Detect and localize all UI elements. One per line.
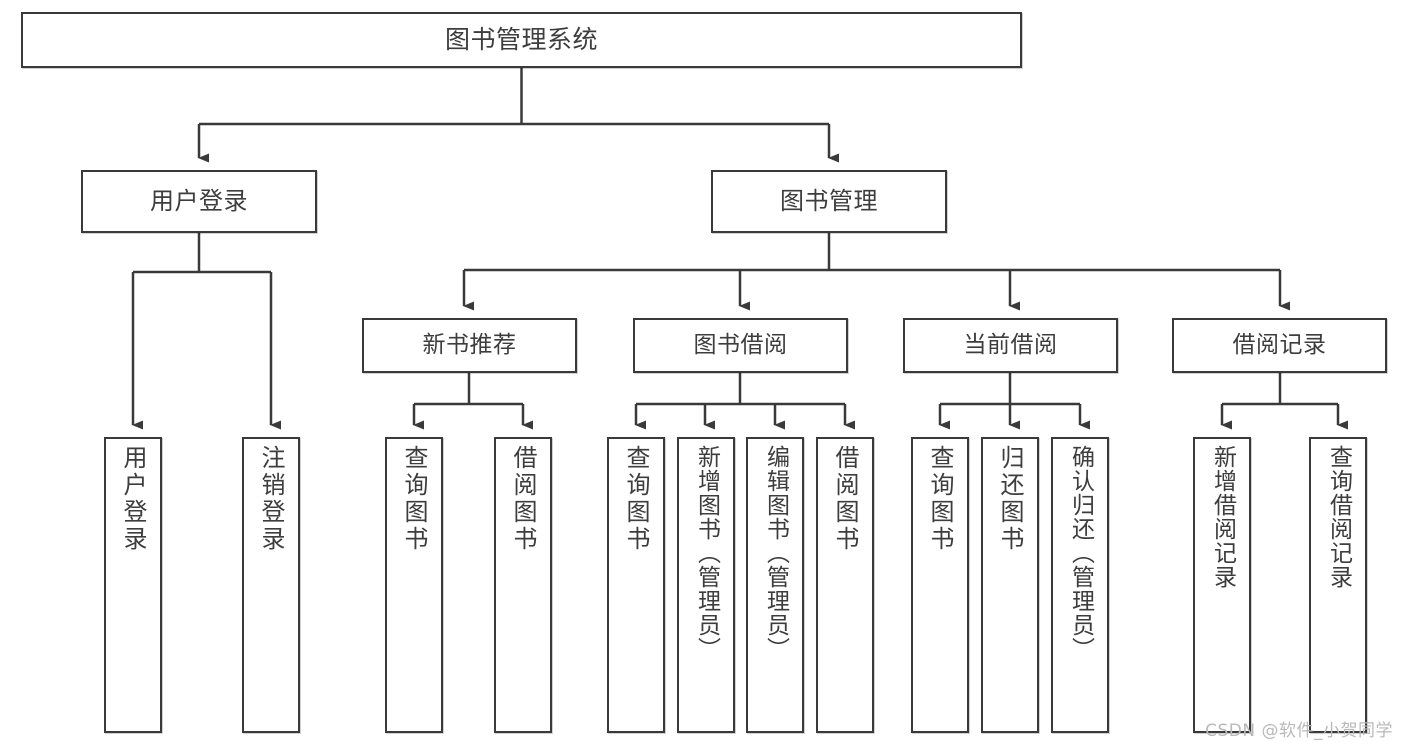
node-label: 归还图书 — [996, 445, 1024, 553]
leaf-query-book-current[interactable]: 查询图书 — [911, 437, 969, 733]
node-current-borrow[interactable]: 当前借阅 — [903, 318, 1118, 373]
node-label: 借阅图书 — [831, 445, 859, 553]
watermark: CSDN @软件_小贺同学 — [1205, 721, 1393, 741]
leaf-return-book[interactable]: 归还图书 — [981, 437, 1039, 733]
node-label: 借阅图书 — [509, 445, 537, 553]
leaf-add-book-admin[interactable]: 新增图书（管理员） — [677, 437, 735, 733]
node-new-book-recommend[interactable]: 新书推荐 — [362, 318, 577, 373]
node-root-book-management-system[interactable]: 图书管理系统 — [21, 12, 1022, 68]
node-label: 图书管理 — [780, 187, 878, 216]
node-label: 查询图书 — [926, 445, 954, 553]
leaf-edit-book-admin[interactable]: 编辑图书（管理员） — [746, 437, 804, 733]
node-label: 当前借阅 — [963, 331, 1058, 358]
node-user-login[interactable]: 用户登录 — [81, 170, 317, 233]
node-label: 查询图书 — [400, 445, 428, 553]
node-borrow-record[interactable]: 借阅记录 — [1172, 318, 1387, 373]
leaf-logout[interactable]: 注销登录 — [242, 437, 300, 733]
node-label: 编辑图书（管理员） — [762, 445, 789, 661]
node-label: 图书借阅 — [693, 331, 788, 358]
leaf-query-borrow-record[interactable]: 查询借阅记录 — [1309, 437, 1367, 733]
leaf-borrow-book-newbook[interactable]: 借阅图书 — [494, 437, 552, 733]
leaf-borrow-book[interactable]: 借阅图书 — [816, 437, 874, 733]
node-label: 查询借阅记录 — [1325, 445, 1352, 589]
node-label: 新书推荐 — [422, 331, 517, 358]
node-label: 用户登录 — [150, 187, 248, 216]
node-label: 新增图书（管理员） — [693, 445, 720, 661]
leaf-query-book-borrow[interactable]: 查询图书 — [607, 437, 665, 733]
node-label: 借阅记录 — [1232, 331, 1327, 358]
leaf-user-login[interactable]: 用户登录 — [104, 437, 162, 733]
node-label: 注销登录 — [257, 445, 285, 553]
node-book-borrow[interactable]: 图书借阅 — [633, 318, 848, 373]
node-label: 查询图书 — [622, 445, 650, 553]
leaf-add-borrow-record[interactable]: 新增借阅记录 — [1193, 437, 1251, 733]
node-label: 图书管理系统 — [444, 25, 598, 55]
leaf-query-book-newbook[interactable]: 查询图书 — [385, 437, 443, 733]
node-label: 确认归还（管理员） — [1067, 445, 1094, 661]
node-label: 用户登录 — [119, 445, 147, 553]
node-label: 新增借阅记录 — [1209, 445, 1236, 589]
node-book-management[interactable]: 图书管理 — [711, 170, 947, 233]
leaf-confirm-return-admin[interactable]: 确认归还（管理员） — [1051, 437, 1109, 733]
